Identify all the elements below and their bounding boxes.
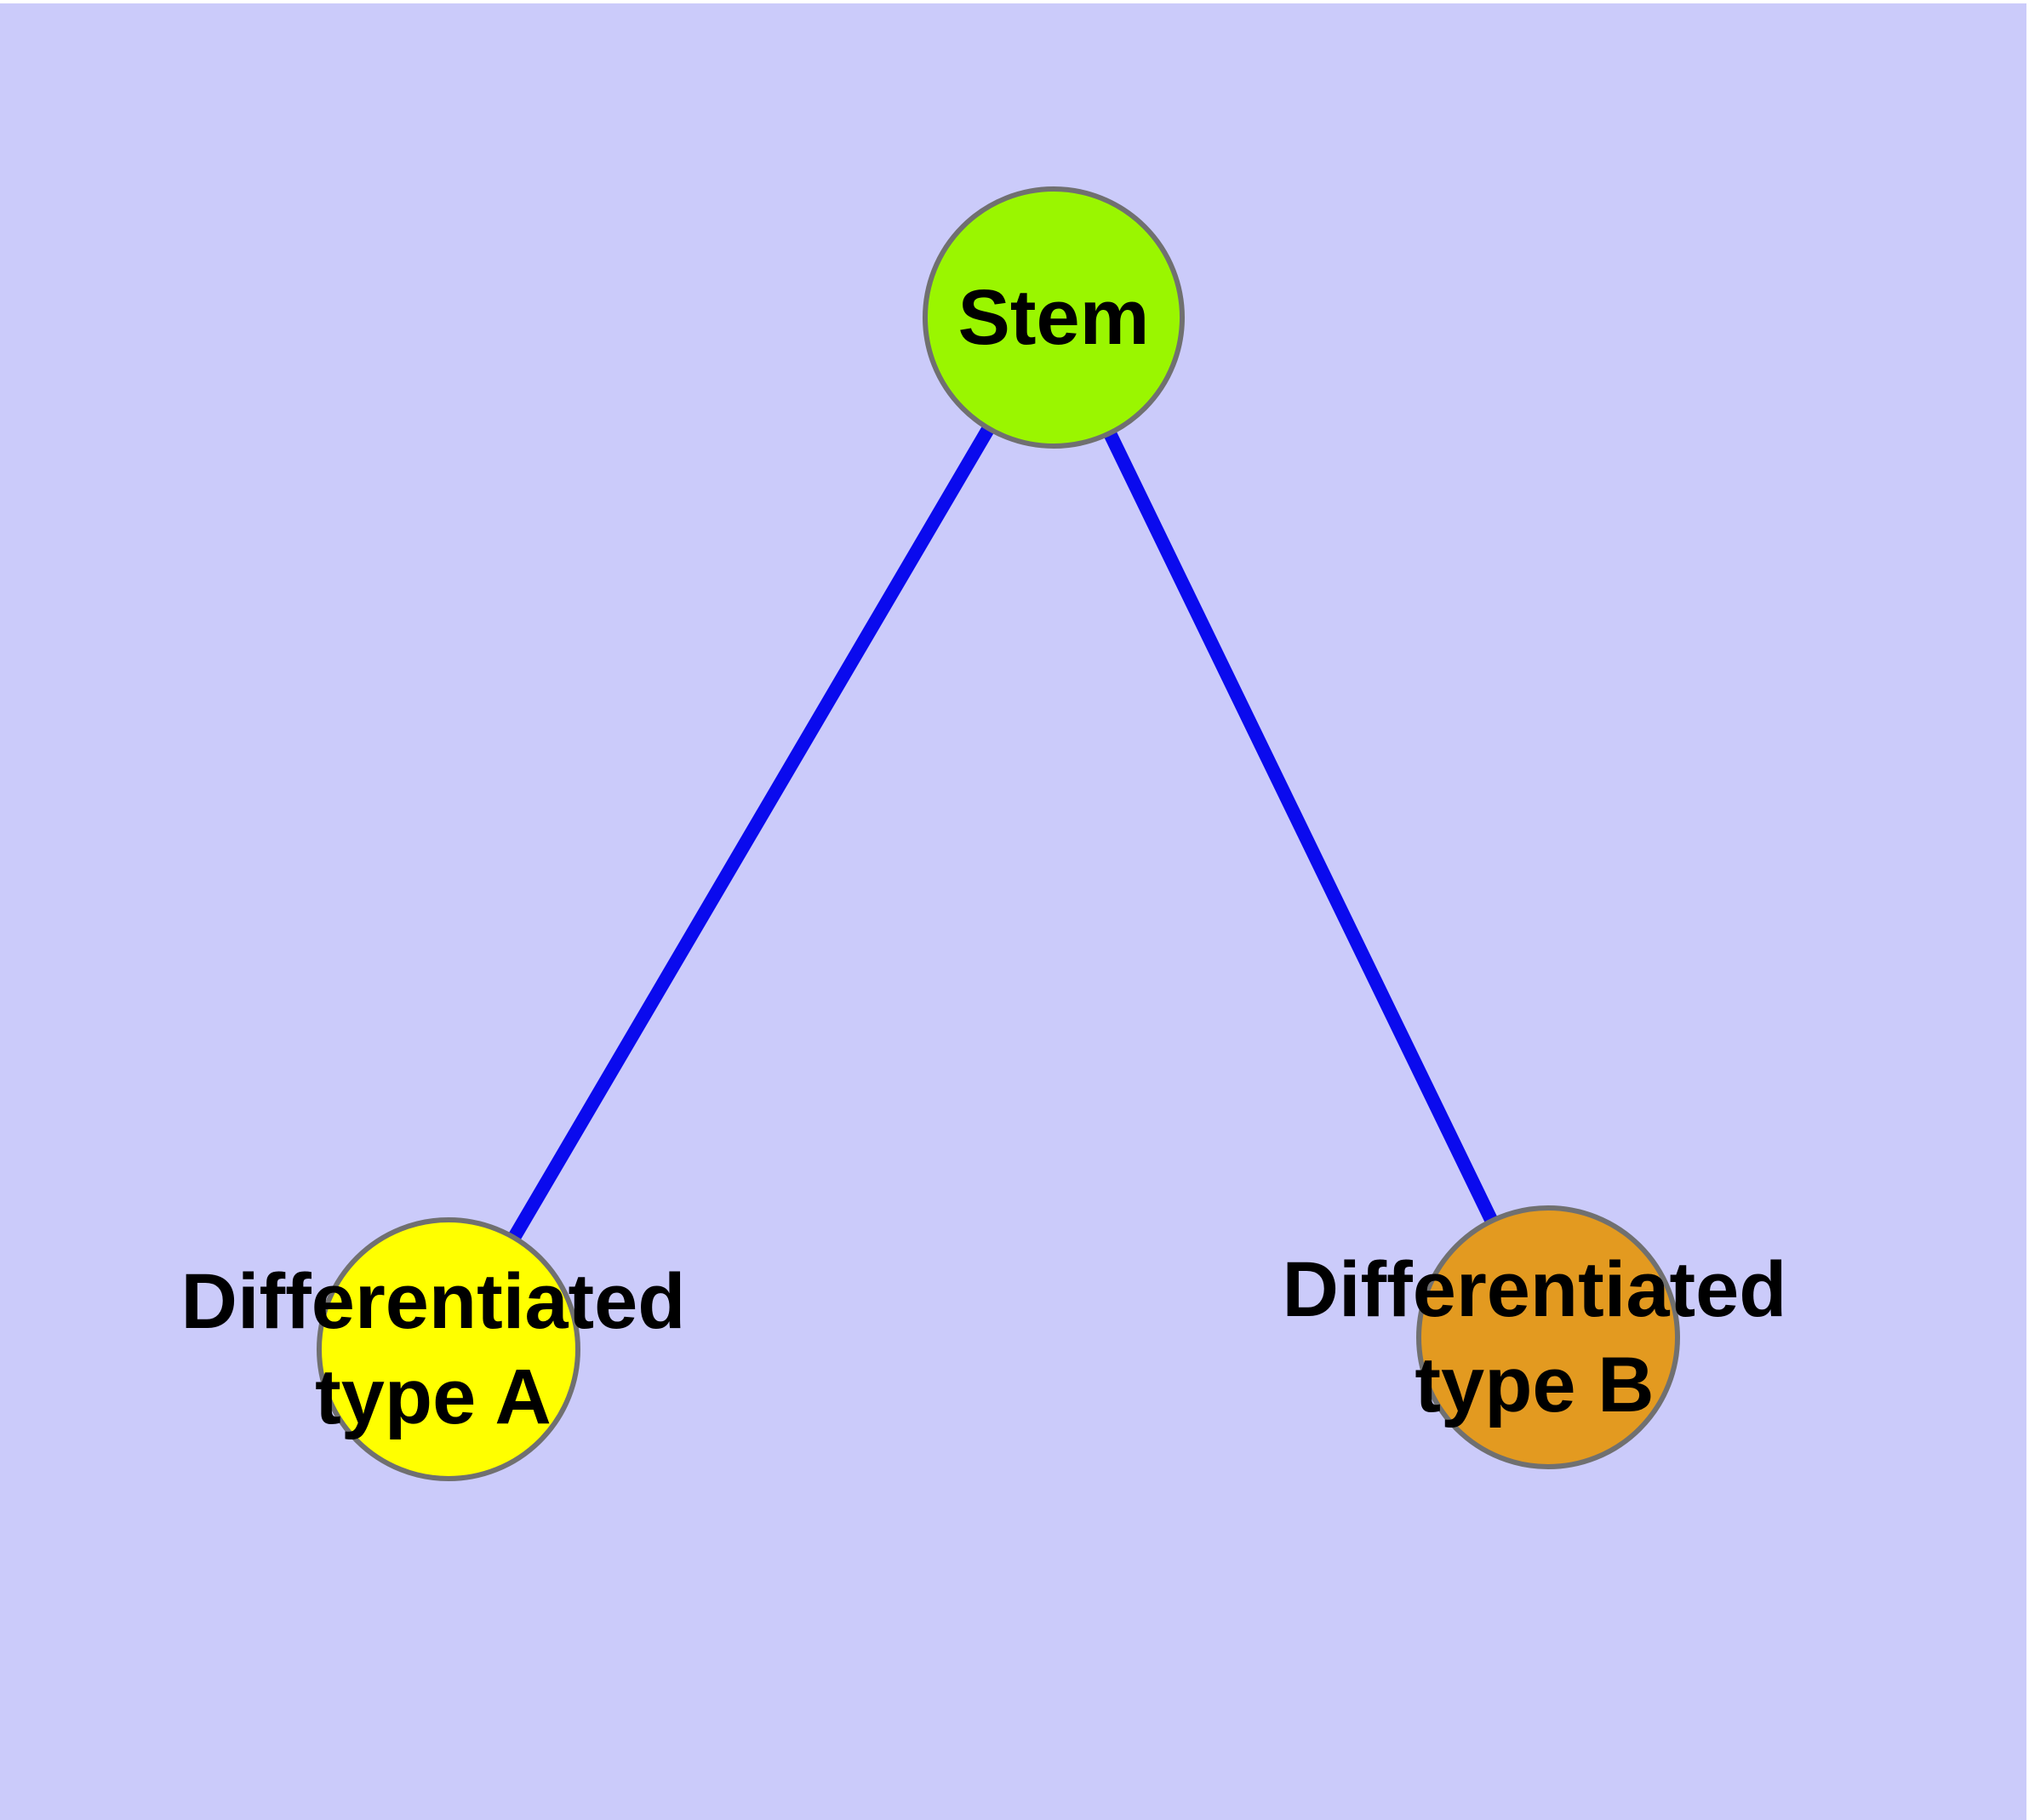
node-differentiated-type-a-circle[interactable] xyxy=(317,1217,580,1481)
node-differentiated-type-a-label-line1: Differentiated xyxy=(181,1258,686,1345)
node-stem-label: Stem xyxy=(958,274,1150,361)
node-differentiated-type-a-label-line2: type A xyxy=(315,1354,552,1440)
edge-layer xyxy=(443,313,1555,1354)
node-stem[interactable]: Stem xyxy=(923,186,1185,449)
node-differentiated-type-b-label-line1: Differentiated xyxy=(1283,1246,1787,1333)
node-differentiated-type-b-label-line2: type B xyxy=(1415,1342,1654,1428)
node-differentiated-type-b[interactable]: Differentiated type B xyxy=(1283,1205,1787,1469)
node-differentiated-type-a[interactable]: Differentiated type A xyxy=(181,1217,686,1481)
node-stem-circle[interactable] xyxy=(923,186,1185,449)
node-differentiated-type-b-circle[interactable] xyxy=(1416,1205,1680,1469)
edge-stem-to-type-a xyxy=(443,313,1060,1354)
edge-stem-to-type-b xyxy=(1047,314,1555,1341)
